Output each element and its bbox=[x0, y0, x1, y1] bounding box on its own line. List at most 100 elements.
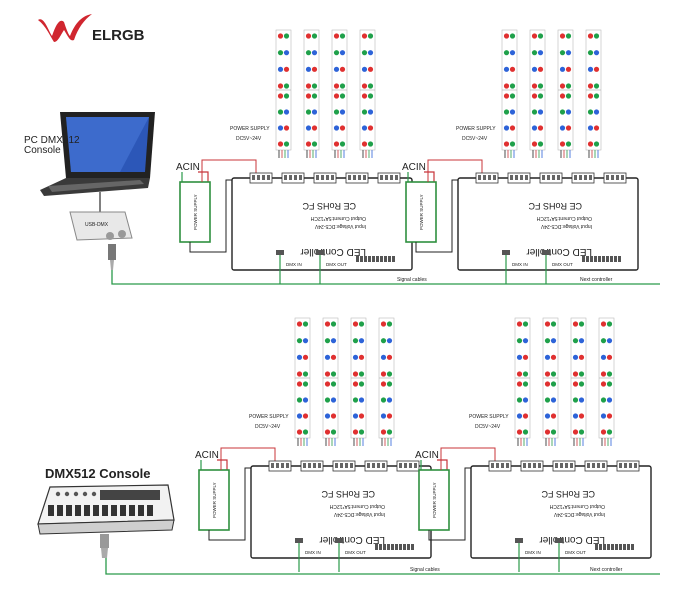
dip-switch bbox=[623, 544, 626, 550]
led-dot bbox=[339, 66, 346, 72]
dip-switch bbox=[399, 544, 402, 550]
power-supply-voltage-label: DC5V~24V bbox=[236, 136, 262, 142]
dip-switch bbox=[631, 544, 634, 550]
dip-switch bbox=[590, 256, 593, 262]
led-dot bbox=[522, 413, 529, 419]
led-dot bbox=[503, 141, 510, 147]
led-strip bbox=[514, 317, 531, 446]
led-dot bbox=[311, 33, 318, 39]
led-dot bbox=[333, 83, 340, 89]
signal-cable-top bbox=[111, 270, 660, 285]
led-dot bbox=[330, 371, 337, 377]
led-dot bbox=[386, 371, 393, 377]
led-dot bbox=[358, 381, 365, 387]
led-dot bbox=[380, 354, 387, 360]
led-dot bbox=[296, 354, 303, 360]
led-dot bbox=[302, 397, 309, 403]
led-dot bbox=[572, 381, 579, 387]
led-dot bbox=[367, 33, 374, 39]
dip-switch bbox=[387, 544, 390, 550]
led-dot bbox=[565, 66, 572, 72]
led-dot bbox=[509, 141, 516, 147]
led-dot bbox=[324, 338, 331, 344]
led-dot bbox=[516, 338, 523, 344]
led-dot bbox=[550, 338, 557, 344]
signal-cables-label-top: Signal cables bbox=[397, 277, 427, 283]
led-dot bbox=[600, 413, 607, 419]
dip-switch bbox=[368, 256, 371, 262]
led-dot bbox=[358, 371, 365, 377]
terminal-block bbox=[552, 460, 576, 472]
led-dot bbox=[296, 338, 303, 344]
led-dot bbox=[277, 66, 284, 72]
led-dot bbox=[544, 354, 551, 360]
led-dot bbox=[503, 50, 510, 56]
controller-cert-marks: CE RoHS FC bbox=[321, 489, 375, 499]
dip-switch bbox=[615, 544, 618, 550]
led-dot bbox=[516, 354, 523, 360]
led-dot bbox=[550, 429, 557, 435]
led-dot bbox=[358, 354, 365, 360]
led-dot bbox=[572, 413, 579, 419]
led-dot bbox=[311, 109, 318, 115]
console-knob bbox=[73, 491, 79, 497]
led-dot bbox=[380, 413, 387, 419]
terminal-block bbox=[249, 172, 273, 184]
led-dot bbox=[386, 429, 393, 435]
led-dot bbox=[522, 397, 529, 403]
led-dot bbox=[537, 125, 544, 131]
power-supply-voltage-label: DC5V~24V bbox=[475, 424, 501, 430]
led-dot bbox=[537, 66, 544, 72]
led-dot bbox=[550, 397, 557, 403]
led-dot bbox=[600, 338, 607, 344]
controller-spec-voltage: Input Voltage:DC5-24V bbox=[314, 223, 366, 229]
controller-name: LED Controller bbox=[526, 246, 592, 257]
led-dot bbox=[522, 429, 529, 435]
led-dot bbox=[380, 371, 387, 377]
led-dot bbox=[550, 413, 557, 419]
led-dot bbox=[593, 93, 600, 99]
led-dot bbox=[324, 371, 331, 377]
led-dot bbox=[367, 50, 374, 56]
dip-switch bbox=[611, 544, 614, 550]
led-dot bbox=[537, 33, 544, 39]
led-dot bbox=[572, 338, 579, 344]
led-dot bbox=[531, 33, 538, 39]
led-dot bbox=[283, 109, 290, 115]
led-dot bbox=[559, 109, 566, 115]
controller-name: LED Controller bbox=[319, 534, 385, 545]
led-dot bbox=[277, 93, 284, 99]
led-dot bbox=[509, 93, 516, 99]
psu-box-label: POWER SUPPLY bbox=[212, 482, 217, 518]
led-dot bbox=[559, 141, 566, 147]
led-dot bbox=[311, 83, 318, 89]
terminal-block bbox=[313, 172, 337, 184]
led-dot bbox=[544, 429, 551, 435]
dip-switch bbox=[356, 256, 359, 262]
led-dot bbox=[380, 381, 387, 387]
led-dot bbox=[587, 66, 594, 72]
dmx-out-port bbox=[335, 538, 343, 543]
dmx-in-label: DMX IN bbox=[286, 262, 302, 267]
led-dot bbox=[324, 413, 331, 419]
dip-switch bbox=[586, 256, 589, 262]
dip-switch bbox=[395, 544, 398, 550]
psu-box-label: POWER SUPPLY bbox=[419, 194, 424, 230]
led-dot bbox=[600, 321, 607, 327]
led-dot bbox=[361, 33, 368, 39]
dmx-in-label: DMX IN bbox=[525, 550, 541, 555]
dip-switch bbox=[618, 256, 621, 262]
acin-label: ACIN bbox=[195, 450, 219, 461]
dip-switch bbox=[383, 544, 386, 550]
led-dot bbox=[572, 354, 579, 360]
led-dot bbox=[600, 397, 607, 403]
led-dot bbox=[380, 321, 387, 327]
led-dot bbox=[367, 141, 374, 147]
led-dot bbox=[559, 125, 566, 131]
led-dot bbox=[358, 397, 365, 403]
led-dot bbox=[277, 141, 284, 147]
led-dot bbox=[352, 371, 359, 377]
led-dot bbox=[283, 83, 290, 89]
dip-switch bbox=[376, 256, 379, 262]
